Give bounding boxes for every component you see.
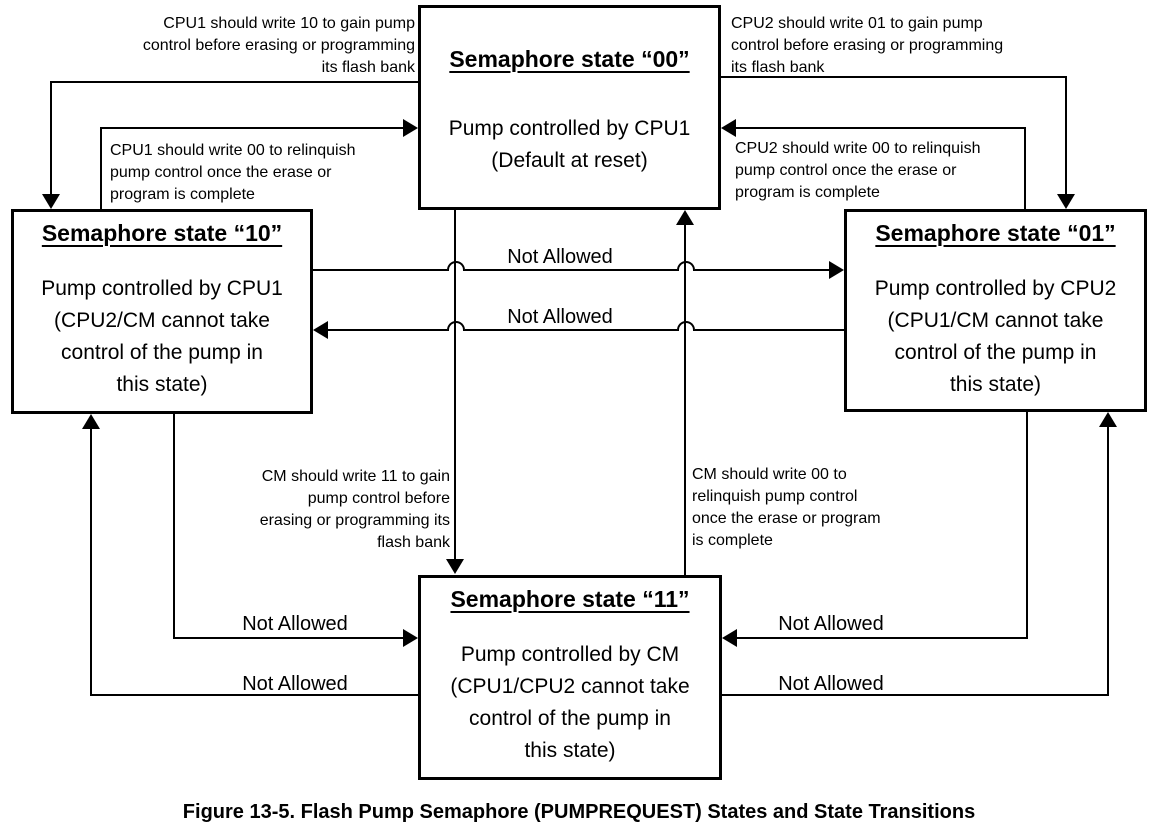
not-allowed-label-01-11: Not Allowed (778, 613, 884, 635)
not-allowed-label-10-11: Not Allowed (242, 613, 348, 635)
transition-label-cpu1-gain: CPU1 should write 10 to gain pump contro… (142, 15, 415, 76)
cm-gain-line-v (454, 210, 456, 560)
na-11-01-line-v (1107, 426, 1109, 696)
state-box-01-body: Pump controlled by CPU2 (CPU1/CM cannot … (874, 277, 1117, 396)
na-10-11-line-h (173, 637, 403, 639)
transition-label-cpu2-gain: CPU2 should write 01 to gain pump contro… (731, 15, 1004, 76)
na-01-10-line-seg1 (328, 329, 447, 331)
cpu2-release-line-v (1024, 128, 1026, 209)
cpu2-release-line-h (736, 127, 1026, 129)
na-01-11-arrowhead (722, 629, 737, 647)
na-11-01-line-h (722, 694, 1109, 696)
transition-label-cm-release: CM should write 00 to relinquish pump co… (692, 466, 881, 549)
na-10-01-arrowhead (829, 261, 844, 279)
state-box-01: Semaphore state “01” Pump controlled by … (844, 209, 1147, 412)
transition-label-cm-gain: CM should write 11 to gain pump control … (259, 468, 450, 551)
na-10-01-line-seg1 (313, 269, 447, 271)
state-box-11-title: Semaphore state “11” (450, 586, 690, 612)
na-01-11-line-h (736, 637, 1028, 639)
figure-caption: Figure 13-5. Flash Pump Semaphore (PUMPR… (182, 801, 976, 823)
not-allowed-label-11-10: Not Allowed (242, 673, 348, 695)
not-allowed-label-01-10: Not Allowed (507, 306, 613, 328)
state-box-00-title: Semaphore state “00” (449, 46, 690, 72)
na-10-11-arrowhead (403, 629, 418, 647)
na-01-10-line-seg3 (695, 329, 844, 331)
na-11-10-line-v (90, 428, 92, 696)
line-jump-arc (677, 261, 695, 271)
cpu2-gain-arrowhead (1057, 194, 1075, 209)
cpu1-release-arrowhead (403, 119, 418, 137)
not-allowed-label-10-01: Not Allowed (507, 246, 613, 268)
state-box-11-body: Pump controlled by CM (CPU1/CPU2 cannot … (450, 643, 690, 762)
na-01-11-line-v (1026, 412, 1028, 639)
state-box-10: Semaphore state “10” Pump controlled by … (11, 209, 313, 414)
na-10-01-line-seg3 (695, 269, 829, 271)
cm-gain-arrowhead (446, 559, 464, 574)
na-11-10-line-h (90, 694, 418, 696)
na-10-11-line-v (173, 414, 175, 639)
state-box-01-title: Semaphore state “01” (875, 220, 1116, 246)
state-box-11: Semaphore state “11” Pump controlled by … (418, 575, 722, 780)
cpu1-gain-line-h (50, 81, 418, 83)
state-box-00-body: Pump controlled by CPU1 (Default at rese… (448, 117, 691, 172)
line-jump-arc (677, 321, 695, 331)
na-10-01-line-seg2 (465, 269, 677, 271)
na-11-01-arrowhead (1099, 412, 1117, 427)
cpu1-release-line-v (100, 128, 102, 209)
state-box-10-body: Pump controlled by CPU1 (CPU2/CM cannot … (41, 277, 283, 396)
not-allowed-label-11-01: Not Allowed (778, 673, 884, 695)
na-01-10-arrowhead (313, 321, 328, 339)
line-jump-arc (447, 321, 465, 331)
cpu2-gain-line-h (721, 76, 1067, 78)
transition-label-cpu1-release: CPU1 should write 00 to relinquish pump … (110, 142, 356, 203)
na-11-10-arrowhead (82, 414, 100, 429)
state-box-00: Semaphore state “00” Pump controlled by … (418, 5, 721, 210)
na-01-10-line-seg2 (465, 329, 677, 331)
transition-label-cpu2-release: CPU2 should write 00 to relinquish pump … (735, 140, 981, 201)
cpu2-release-arrowhead (721, 119, 736, 137)
cpu1-gain-line-v (50, 81, 52, 195)
line-jump-arc (447, 261, 465, 271)
cpu1-gain-arrowhead (42, 194, 60, 209)
cm-release-line-v (684, 225, 686, 575)
cm-release-arrowhead (676, 210, 694, 225)
cpu2-gain-line-v (1065, 76, 1067, 195)
cpu1-release-line-h (100, 127, 404, 129)
state-box-10-title: Semaphore state “10” (41, 220, 283, 246)
